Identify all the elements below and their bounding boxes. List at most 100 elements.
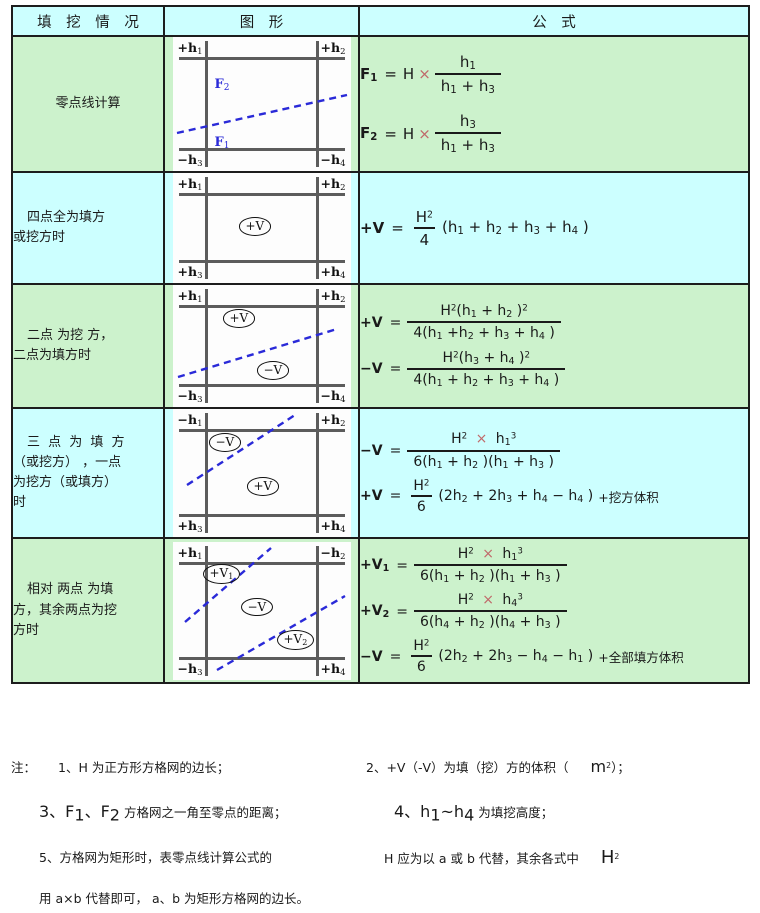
grid-line-left <box>204 289 208 403</box>
formula-plus-v: +V= H2(h1 + h2 )2 4(h1 +h2 + h3 + h4 ) <box>360 303 748 343</box>
corner-label-br: +h4 <box>320 660 346 678</box>
corner-label-br: −h4 <box>320 152 346 169</box>
corner-label-tr: +h2 <box>320 288 346 305</box>
case-description: 相对 两点 为填 方，其余两点为挖 方时 <box>11 536 165 685</box>
case-description: 零点线计算 <box>11 35 165 173</box>
volume-bubble-minus-v: −V <box>256 361 290 380</box>
corner-label-br: −h4 <box>320 388 346 405</box>
volume-bubble-plus-v: +V <box>238 217 272 236</box>
grid-square-diagram: +h1 +h2 +h3 +h4 +V <box>172 173 351 283</box>
formula-plus-v1: +V1= H2 × h13 6(h1 + h2 )(h1 + h3 ) <box>360 546 748 585</box>
note-1-text: 1、H 为正方形方格网的边长； <box>58 760 230 775</box>
case-description: 三 点 为 填 方 （或挖方） ，一点 为挖方（或填方） 时 <box>11 407 165 539</box>
case-description: 二点 为挖 方，二点为填方时 <box>11 283 165 409</box>
note-5-row-2: 用 a×b 代替即可， a、b 为矩形方格网的边长。 <box>39 890 310 906</box>
note-5-h: H <box>600 846 615 868</box>
grid-line-right <box>315 545 319 676</box>
note-3: 3、F1、F2 方格网之一角至零点的距离； <box>39 802 287 825</box>
volume-bubble-plus-v: +V <box>246 477 280 496</box>
corner-label-tl: +h1 <box>177 288 203 305</box>
case-description: 四点全为填方或挖方时 <box>11 171 165 285</box>
formula-plus-v2: +V2= H2 × h43 6(h4 + h2 )(h4 + h3 ) <box>360 592 748 631</box>
formula-cell: +V1= H2 × h13 6(h1 + h2 )(h1 + h3 ) +V2=… <box>358 536 750 685</box>
grid-line-top <box>178 305 345 308</box>
formula-minus-v: −V= H2 × h13 6(h1 + h2 )(h1 + h3 ) <box>360 431 748 471</box>
note-4: 4、h1~h4 为填挖高度； <box>394 802 554 825</box>
corner-label-br: +h4 <box>320 264 346 281</box>
corner-label-br: +h4 <box>320 518 346 535</box>
grid-square-diagram: +h1 +h2 −h3 −h4 F2 F1 <box>172 37 351 171</box>
volume-bubble-minus-v: −V <box>240 597 274 617</box>
distance-tag-f1: F1 <box>214 135 230 151</box>
corner-label-bl: +h3 <box>177 518 203 535</box>
table-row: 三 点 为 填 方 （或挖方） ，一点 为挖方（或填方） 时 −h1 <box>11 407 750 539</box>
grid-line-right <box>315 177 319 279</box>
corner-label-tl: −h1 <box>177 412 203 429</box>
table-row: 二点 为挖 方，二点为填方时 +h1 +h2 −h3 −h4 <box>11 283 750 409</box>
corner-label-bl: +h3 <box>177 264 203 281</box>
grid-square-diagram: −h1 +h2 +h3 +h4 −V +V <box>172 409 351 537</box>
volume-bubble-plus-v1: +V1 <box>202 563 241 584</box>
zero-line-icon <box>176 93 347 135</box>
figure-cell: +h1 +h2 +h3 +h4 +V <box>163 171 360 285</box>
corner-label-tr: +h2 <box>320 40 346 57</box>
note-5-row-1: 5、方格网为矩形时，表零点线计算公式的 H 应为以 a 或 b 代替，其余各式中… <box>11 847 748 868</box>
formula-minus-v: −V= H2(h3 + h4 )2 4(h1 + h2 + h3 + h4 ) <box>360 350 748 389</box>
grid-line-top <box>178 193 345 196</box>
table-header-row: 填 挖 情 况 图 形 公 式 <box>11 5 750 37</box>
corner-label-bl: −h3 <box>177 388 203 405</box>
note-4-text: 为填挖高度； <box>474 805 554 820</box>
grid-line-top <box>178 561 345 565</box>
table-row: 四点全为填方或挖方时 +h1 +h2 +h3 +h4 +V <box>11 171 750 285</box>
corner-label-tr: +h2 <box>320 412 346 429</box>
distance-tag-f2: F2 <box>214 77 230 93</box>
note-2-exponent: 2 <box>606 761 612 771</box>
grid-line-bottom <box>178 384 345 387</box>
note-line-2: 3、F1、F2 方格网之一角至零点的距离； 4、h1~h4 为填挖高度； <box>11 798 748 825</box>
zero-line-icon <box>177 327 337 379</box>
grid-square-diagram: +h1 +h2 −h3 −h4 +V −V <box>172 285 351 407</box>
grid-line-right <box>315 413 319 533</box>
volume-bubble-plus-v: +V <box>222 309 256 328</box>
header-figure: 图 形 <box>163 5 360 37</box>
zero-line-icon <box>185 413 296 487</box>
header-case: 填 挖 情 况 <box>11 5 165 37</box>
note-5-text-a: 5、方格网为矩形时，表零点线计算公式的 <box>39 849 272 865</box>
grid-line-top <box>178 57 345 60</box>
formula-cell: +V= H2(h1 + h2 )2 4(h1 +h2 + h3 + h4 ) −… <box>358 283 750 409</box>
formula-cell: −V= H2 × h13 6(h1 + h2 )(h1 + h3 ) +V= H… <box>358 407 750 539</box>
corner-label-tr: −h2 <box>320 544 346 562</box>
corner-label-tl: +h1 <box>177 544 203 562</box>
volume-bubble-minus-v: −V <box>208 433 242 452</box>
figure-cell: +h1 −h2 −h3 +h4 +V1 −V +V2 <box>163 536 360 685</box>
table-row: 相对 两点 为填 方，其余两点为挖 方时 +h1 <box>11 536 750 685</box>
grid-line-right <box>315 41 319 167</box>
grid-line-bottom <box>178 148 345 151</box>
grid-line-bottom <box>178 260 345 263</box>
note-prefix: 注： <box>11 760 37 775</box>
note-2-text-b: ）； <box>611 760 630 775</box>
note-3-text: 方格网之一角至零点的距离； <box>119 805 287 820</box>
corner-label-tl: +h1 <box>177 40 203 57</box>
corner-label-bl: −h3 <box>177 660 203 678</box>
grid-line-right <box>315 289 319 403</box>
figure-cell: −h1 +h2 +h3 +h4 −V +V <box>163 407 360 539</box>
note-5-text-b: H 应为以 a 或 b 代替，其余各式中 <box>384 850 579 866</box>
notes-block: 注： 1、H 为正方形方格网的边长； 2、+V（-V）为填（挖）方的体积（ m2）；… <box>11 757 748 913</box>
note-1: 注： 1、H 为正方形方格网的边长； <box>11 757 366 776</box>
figure-cell: +h1 +h2 −h3 −h4 +V −V <box>163 283 360 409</box>
note-2-unit: m <box>590 757 607 776</box>
note-line-1: 注： 1、H 为正方形方格网的边长； 2、+V（-V）为填（挖）方的体积（ m2）； <box>11 757 748 776</box>
note-2-text-a: 2、+V（-V）为填（挖）方的体积（ <box>366 760 569 775</box>
grid-line-left <box>204 41 208 167</box>
grid-line-bottom <box>178 656 345 660</box>
corner-label-tl: +h1 <box>177 176 203 193</box>
grid-line-bottom <box>178 514 345 517</box>
